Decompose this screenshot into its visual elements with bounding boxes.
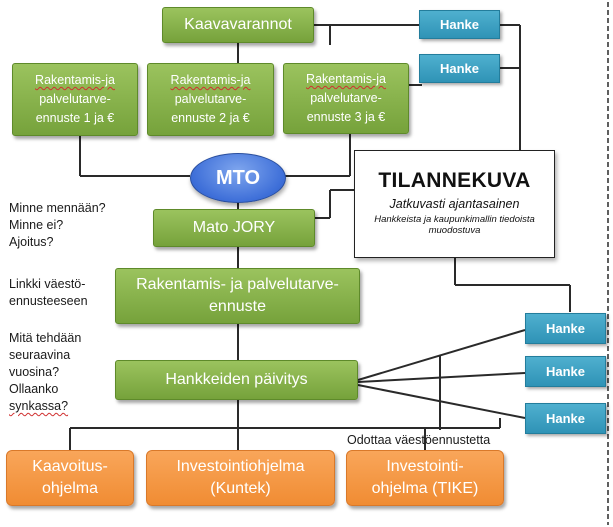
next-years-line-1: Mitä tehdään (9, 331, 82, 345)
investointiohjelma-tike-box: Investointi- ohjelma (TIKE) (346, 450, 504, 506)
hanke-label-3: Hanke (545, 321, 586, 336)
tilannekuva-note-1: Hankkeista ja kaupunkimallin tiedoista (374, 214, 535, 225)
investointiohjelma-kuntek-line-1: Investointiohjelma (176, 458, 305, 475)
rakentamis-ennuste-box: Rakentamis- ja palvelutarve- ennuste (115, 268, 360, 324)
forecast-1-line-2: palvelutarve- (39, 92, 111, 106)
link-line-2: ennusteeseen (9, 294, 88, 308)
hankkeiden-paivitys-box: Hankkeiden päivitys (115, 360, 358, 400)
mato-jory-label: Mato JORY (192, 219, 276, 236)
next-years-line-3: vuosina? (9, 365, 60, 379)
mato-jory-box: Mato JORY (153, 209, 315, 247)
hankkeiden-paivitys-label: Hankkeiden päivitys (165, 371, 308, 388)
kaavavarannot-box: Kaavavarannot (162, 7, 314, 43)
rakentamis-ennuste-line-1: Rakentamis- ja palvelutarve- (136, 276, 339, 293)
questions-annotation: Minne mennään? Minne ei? Ajoitus? (9, 200, 106, 251)
link-annotation: Linkki väestö- ennusteeseen (9, 276, 88, 310)
tilannekuva-subtitle: Jatkuvasti ajantasainen (389, 197, 520, 211)
forecast-box-1: Rakentamis-ja palvelutarve- ennuste 1 ja… (12, 63, 138, 136)
forecast-box-3: Rakentamis-ja palvelutarve- ennuste 3 ja… (283, 63, 409, 134)
forecast-box-2: Rakentamis-ja palvelutarve- ennuste 2 ja… (147, 63, 274, 136)
forecast-2-line-2: palvelutarve- (174, 92, 247, 106)
next-years-annotation: Mitä tehdään seuraavina vuosina? Ollaank… (9, 330, 81, 415)
hanke-label-4: Hanke (545, 364, 586, 379)
mto-ellipse: MTO (190, 153, 286, 203)
tilannekuva-title: TILANNEKUVA (378, 169, 531, 192)
rakentamis-ennuste-line-2: ennuste (209, 298, 266, 315)
hanke-box-5: Hanke (525, 403, 606, 434)
question-line-2: Minne ei? (9, 218, 64, 232)
hanke-label-1: Hanke (439, 17, 480, 32)
hanke-box-1: Hanke (419, 10, 500, 39)
question-line-3: Ajoitus? (9, 235, 54, 249)
investointiohjelma-kuntek-box: Investointiohjelma (Kuntek) (146, 450, 335, 506)
kaavoitusohjelma-line-1: Kaavoitus- (32, 458, 108, 475)
forecast-2-line-1: Rakentamis-ja (170, 73, 251, 87)
waiting-annotation: Odottaa väestöennustetta (347, 433, 491, 447)
kaavavarannot-label: Kaavavarannot (184, 16, 292, 33)
hanke-label-2: Hanke (439, 61, 480, 76)
question-line-1: Minne mennään? (9, 201, 106, 215)
hanke-box-2: Hanke (419, 54, 500, 83)
tilannekuva-box: TILANNEKUVA Jatkuvasti ajantasainen Hank… (354, 150, 555, 258)
hanke-box-4: Hanke (525, 356, 606, 387)
forecast-2-line-3: ennuste 2 ja € (171, 111, 250, 125)
next-years-line-4: Ollaanko (9, 382, 59, 396)
forecast-3-line-2: palvelutarve- (310, 91, 382, 105)
investointiohjelma-kuntek-line-2: (Kuntek) (210, 480, 271, 497)
investointiohjelma-tike-line-2: ohjelma (TIKE) (371, 480, 479, 497)
hanke-box-3: Hanke (525, 313, 606, 344)
forecast-3-line-1: Rakentamis-ja (306, 72, 386, 86)
kaavoitusohjelma-box: Kaavoitus- ohjelma (6, 450, 134, 506)
next-years-line-5: synkassa? (9, 399, 69, 413)
mto-label: MTO (215, 166, 261, 189)
forecast-3-line-3: ennuste 3 ja € (306, 110, 386, 124)
forecast-1-line-3: ennuste 1 ja € (35, 111, 115, 125)
link-line-1: Linkki väestö- (9, 277, 86, 291)
next-years-line-2: seuraavina (9, 348, 71, 362)
forecast-1-line-1: Rakentamis-ja (35, 73, 115, 87)
kaavoitusohjelma-line-2: ohjelma (41, 480, 99, 497)
tilannekuva-note-2: muodostuva (428, 225, 481, 236)
hanke-label-5: Hanke (545, 411, 586, 426)
investointiohjelma-tike-line-1: Investointi- (386, 458, 464, 475)
